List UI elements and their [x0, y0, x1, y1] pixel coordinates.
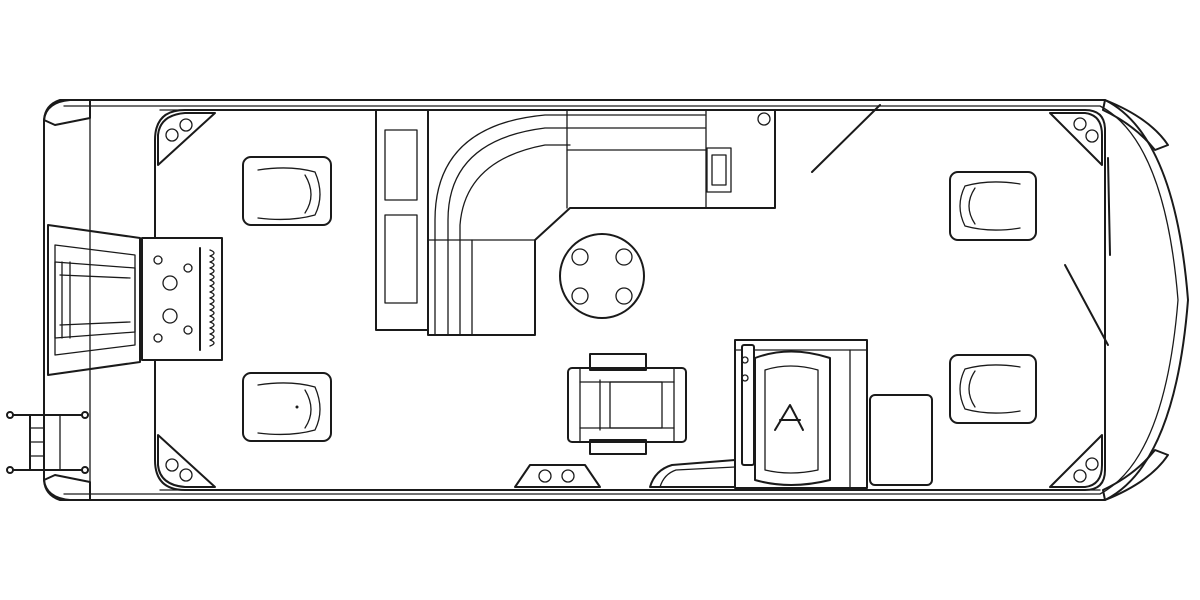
- helm-side-panel: [869, 394, 933, 486]
- helm-console: [649, 339, 868, 489]
- bow-seat-bottom: [949, 354, 1037, 424]
- l-shaped-lounge: [427, 109, 776, 336]
- stern-swim-step: [141, 237, 223, 361]
- stern-swim-platform: [47, 224, 141, 376]
- bow-gate-top: [811, 104, 1111, 256]
- corner-cleat-stern-bottom: [157, 434, 216, 488]
- corner-cleat-stern-top: [157, 112, 216, 166]
- round-table: [559, 233, 645, 319]
- bow-seat-top: [949, 171, 1037, 241]
- rear-lounge-seat-bottom: [242, 372, 332, 442]
- rear-lounge-seat-top: [242, 156, 332, 226]
- captains-chair: [567, 353, 687, 455]
- corner-cleat-bow-bottom: [1049, 434, 1103, 488]
- boarding-ladder: [6, 411, 89, 474]
- corner-cleat-bow-top: [1049, 112, 1103, 166]
- deck-fitting: [514, 464, 601, 488]
- hull-outline: [43, 99, 1189, 501]
- storage-console: [375, 109, 429, 331]
- bow-gate-bottom: [1064, 264, 1109, 346]
